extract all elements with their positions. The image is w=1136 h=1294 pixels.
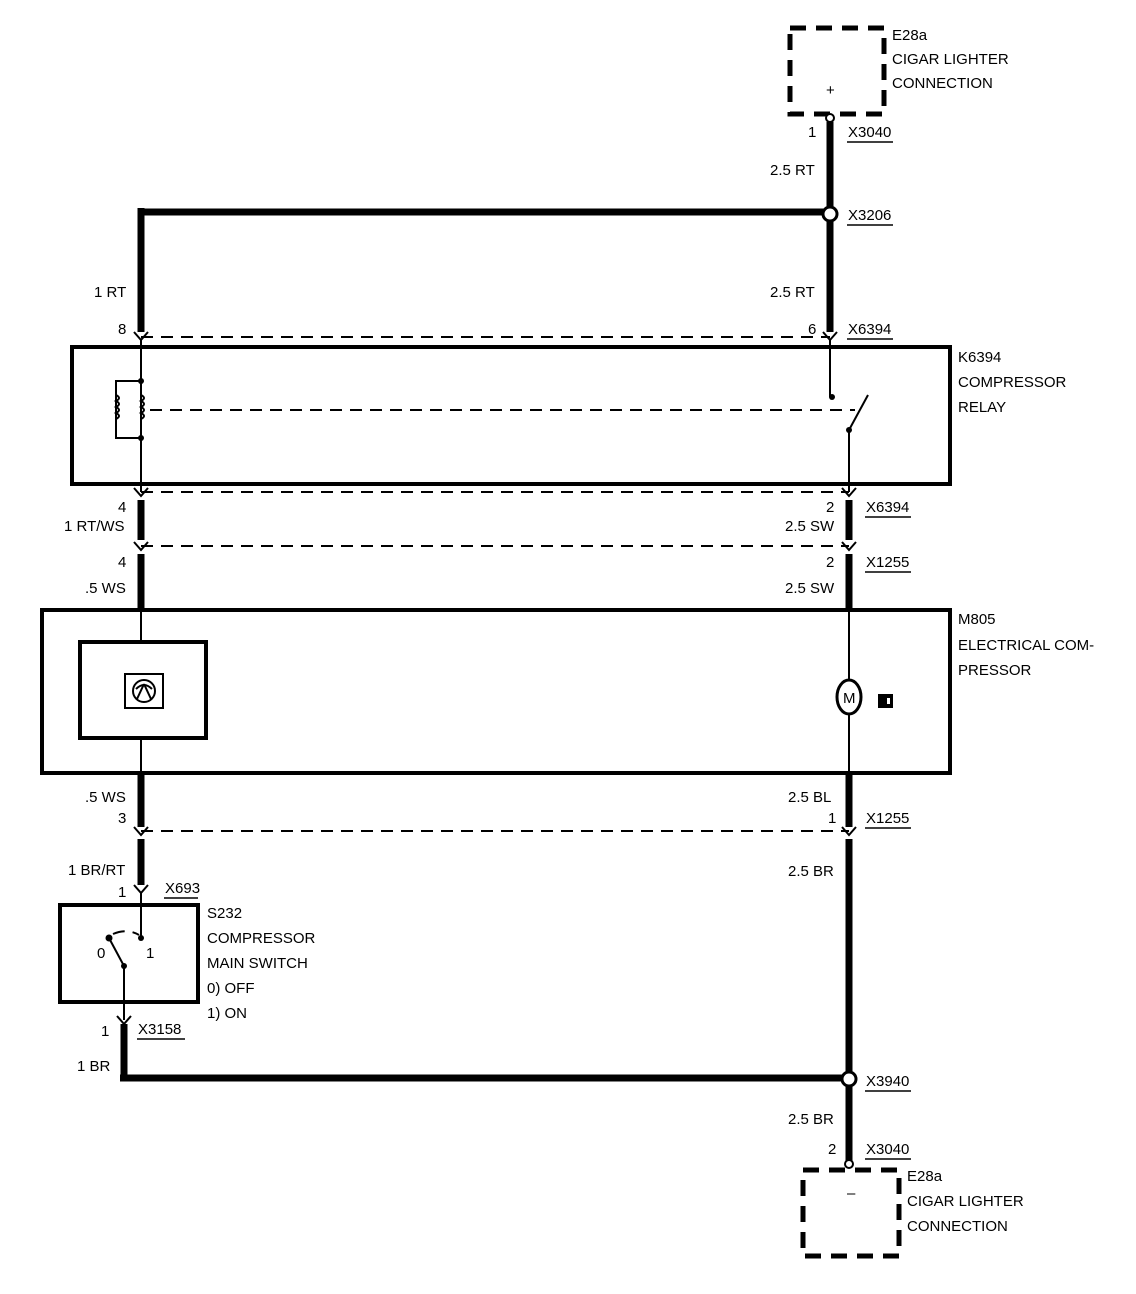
compressor-line1: ELECTRICAL COM- <box>958 637 1094 654</box>
compressor-m805-box <box>40 608 952 775</box>
pin-3-x1255: 3 <box>118 810 126 827</box>
e28a-top-id: E28a <box>892 27 928 44</box>
e28a-top-line1: CIGAR LIGHTER <box>892 51 1009 68</box>
connector-x3158: X3158 <box>138 1021 181 1038</box>
ground-marker-icon <box>878 694 893 708</box>
wire-label-1brrt: 1 BR/RT <box>68 862 125 879</box>
pin-x3158: 1 <box>101 1023 109 1040</box>
switch-s232-box <box>58 903 200 1004</box>
switch-option-off: 0) OFF <box>207 980 255 997</box>
pin-2-x6394: 2 <box>826 499 834 516</box>
e28a-top-line2: CONNECTION <box>892 75 993 92</box>
wire-label-25sw-2: 2.5 SW <box>785 580 835 597</box>
relay-k6394-box <box>70 345 952 486</box>
switch-id: S232 <box>207 905 242 922</box>
connector-x6394-top: X6394 <box>848 321 891 338</box>
connector-x3940: X3940 <box>866 1073 909 1090</box>
e28a-bottom-line1: CIGAR LIGHTER <box>907 1193 1024 1210</box>
relay-id: K6394 <box>958 349 1001 366</box>
e28a-bottom-line2: CONNECTION <box>907 1218 1008 1235</box>
switch-line2: MAIN SWITCH <box>207 955 308 972</box>
compressor-line2: PRESSOR <box>958 662 1032 679</box>
connector-x3040-top: X3040 <box>848 124 891 141</box>
cigar-lighter-top-box <box>787 25 887 117</box>
connector-x693: X693 <box>165 880 200 897</box>
cigar-lighter-bottom-box <box>800 1167 902 1259</box>
wire-label-25br-2: 2.5 BR <box>788 1111 834 1128</box>
switch-position-0: 0 <box>97 945 105 962</box>
connector-x1255-bottom: X1255 <box>866 810 909 827</box>
pin-2-x1255: 2 <box>826 554 834 571</box>
wire-label-5ws-1: .5 WS <box>85 580 126 597</box>
relay-line2: RELAY <box>958 399 1006 416</box>
wire-label-5ws-2: .5 WS <box>85 789 126 806</box>
thermal-sensor-icon <box>124 673 164 709</box>
switch-option-on: 1) ON <box>207 1005 247 1022</box>
motor-icon: M <box>835 678 863 716</box>
pin-x693: 1 <box>118 884 126 901</box>
pin-x3040-top: 1 <box>808 124 816 141</box>
wire-label-25bl: 2.5 BL <box>788 789 831 806</box>
pin-8: 8 <box>118 321 126 338</box>
connector-x3040-top-pin <box>825 113 835 123</box>
connector-x3206: X3206 <box>848 207 891 224</box>
terminal-plus: + <box>826 82 835 99</box>
connector-x6394-bottom: X6394 <box>866 499 909 516</box>
wire-label-1rtws: 1 RT/WS <box>64 518 125 535</box>
relay-coil-icon <box>115 380 142 439</box>
pin-4-x6394: 4 <box>118 499 126 516</box>
compressor-sensor-box <box>78 640 208 740</box>
e28a-bottom-id: E28a <box>907 1168 943 1185</box>
wire-label-25sw-1: 2.5 SW <box>785 518 835 535</box>
wire-label-25br-1: 2.5 BR <box>788 863 834 880</box>
splice-x3206 <box>821 205 839 223</box>
wire-label-1br: 1 BR <box>77 1058 111 1075</box>
relay-line1: COMPRESSOR <box>958 374 1067 391</box>
splice-x3940 <box>840 1070 858 1088</box>
relay-switch-icon <box>848 394 869 431</box>
wire-label-25rt-1: 2.5 RT <box>770 162 815 179</box>
switch-line1: COMPRESSOR <box>207 930 316 947</box>
wire-label-1rt: 1 RT <box>94 284 126 301</box>
pin-1-x1255: 1 <box>828 810 836 827</box>
terminal-minus: – <box>847 1185 856 1202</box>
pin-6: 6 <box>808 321 816 338</box>
compressor-id: M805 <box>958 611 996 628</box>
pin-x3040-bottom: 2 <box>828 1141 836 1158</box>
connector-x1255-top: X1255 <box>866 554 909 571</box>
motor-label: M <box>843 690 856 707</box>
main-switch-icon <box>105 930 140 969</box>
wire-label-25rt-2: 2.5 RT <box>770 284 815 301</box>
pin-4-x1255: 4 <box>118 554 126 571</box>
connector-x3040-bottom: X3040 <box>866 1141 909 1158</box>
switch-position-1: 1 <box>146 945 154 962</box>
